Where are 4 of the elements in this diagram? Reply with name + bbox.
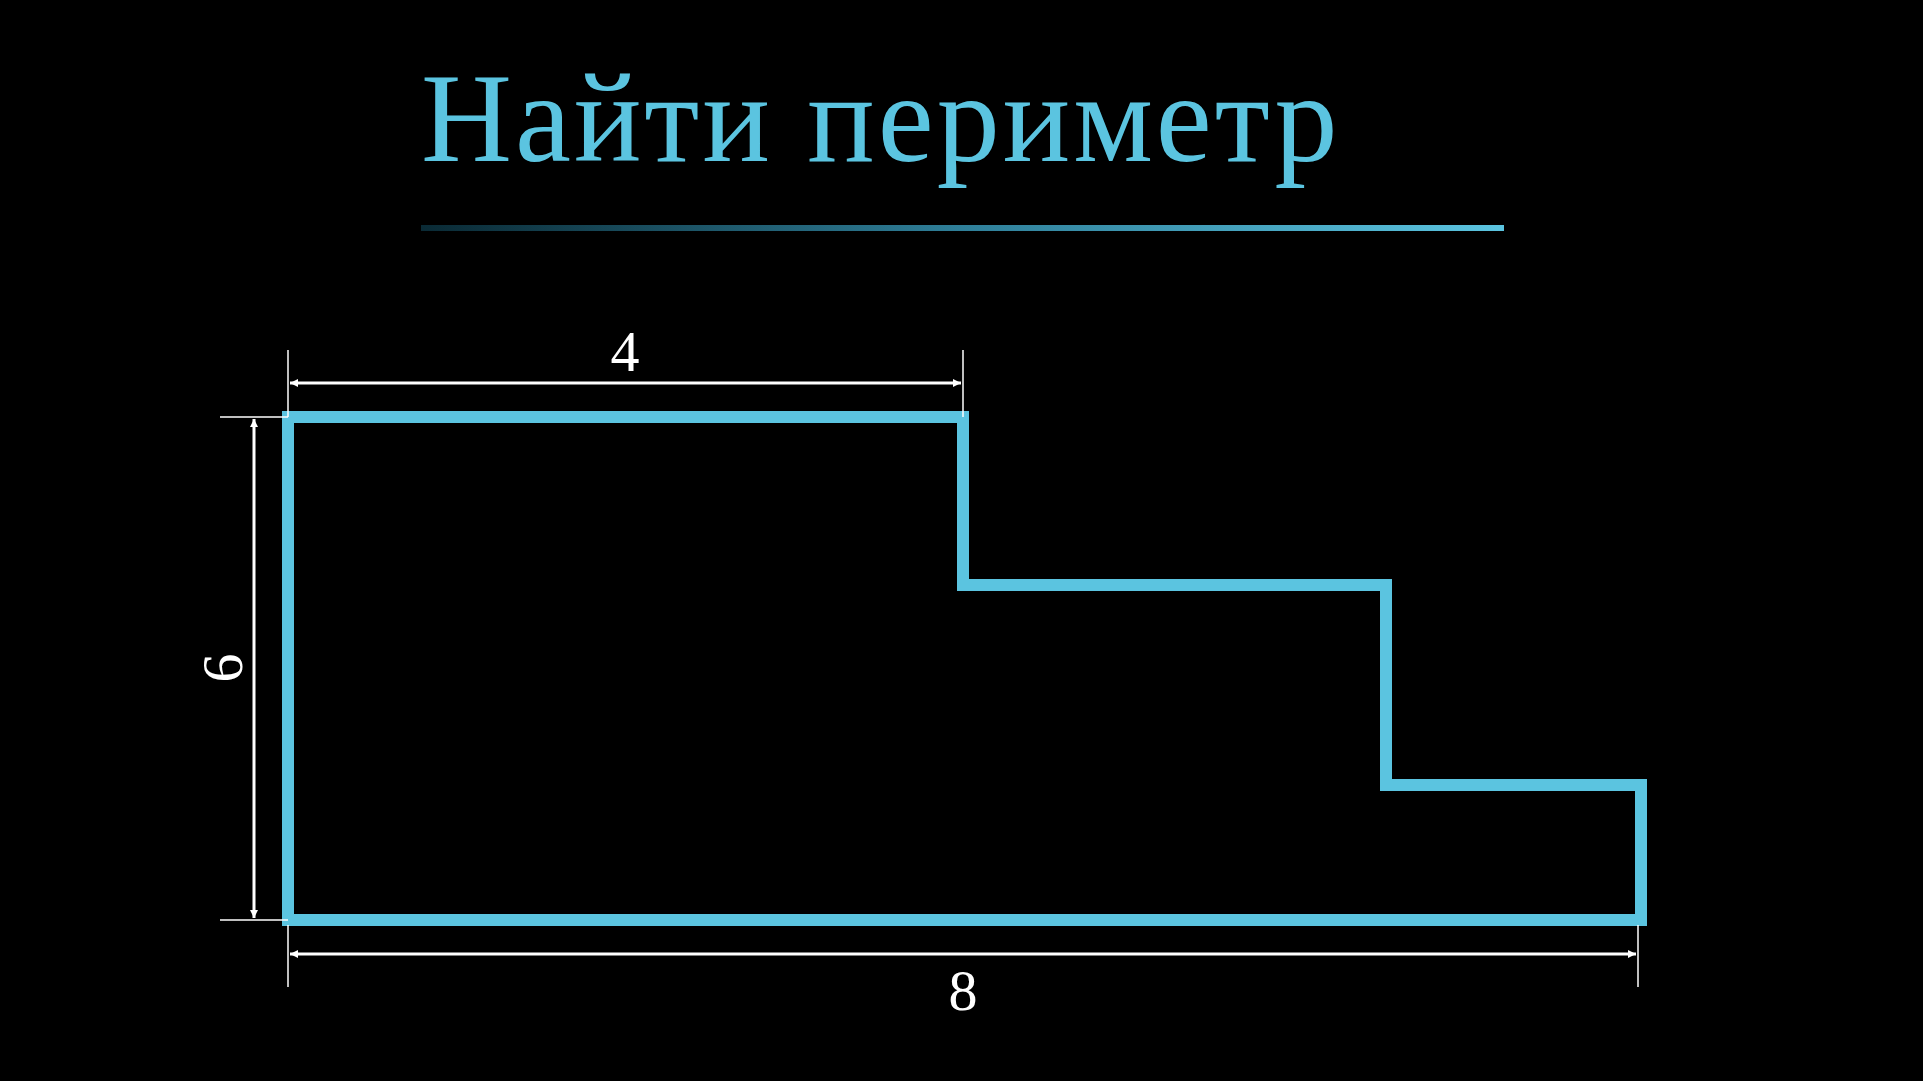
title: Найти периметр [421,50,1341,189]
dimension-label: 6 [193,653,251,683]
dimension-label: 8 [948,962,978,1020]
dimension-label: 4 [610,323,640,381]
